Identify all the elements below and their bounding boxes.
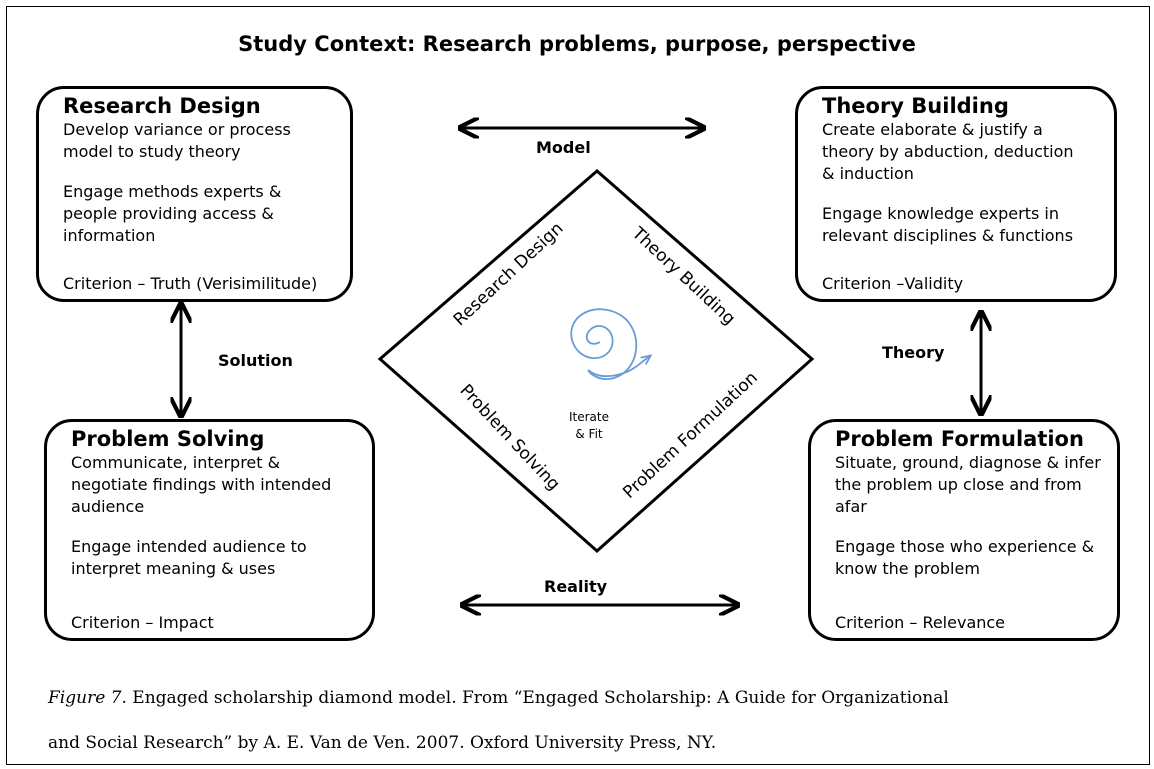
iterate-label: Iterate [569,410,609,424]
problem-formulation-line: Situate, ground, diagnose & infer [835,453,1101,472]
research-design-box: Research Design Develop variance or proc… [36,86,353,302]
research-design-line: Develop variance or process [63,120,291,139]
theory-building-line: relevant disciplines & functions [822,226,1074,245]
research-design-criterion: Criterion – Truth (Verisimilitude) [63,274,318,293]
problem-formulation-line: know the problem [835,559,980,578]
reality-label: Reality [544,577,608,596]
theory-label: Theory [882,343,945,362]
theory-building-line: theory by abduction, deduction [822,142,1074,161]
diagram-title: Study Context: Research problems, purpos… [238,32,916,56]
theory-building-line: Create elaborate & justify a [822,120,1043,139]
iterate-spiral-icon [570,308,650,380]
model-label: Model [536,138,591,157]
diamond-shape [377,169,815,554]
problem-formulation-line: Engage those who experience & [835,537,1095,556]
theory-building-heading: Theory Building [822,94,1009,118]
theory-building-line: Engage knowledge experts in [822,204,1059,223]
diamond-label-problem-formulation: Problem Formulation [619,368,762,503]
diamond-label-theory-building: Theory Building [627,223,739,329]
problem-formulation-line: afar [835,497,867,516]
problem-solving-line: interpret meaning & uses [71,559,276,578]
research-design-heading: Research Design [63,94,261,118]
problem-formulation-criterion: Criterion – Relevance [835,613,1006,632]
problem-solving-line: Communicate, interpret & [71,453,281,472]
problem-solving-line: negotiate findings with intended [71,475,332,494]
problem-solving-box: Problem Solving Communicate, interpret &… [44,419,375,641]
problem-solving-line: audience [71,497,145,516]
problem-formulation-heading: Problem Formulation [835,427,1084,451]
problem-formulation-box: Problem Formulation Situate, ground, dia… [808,419,1120,641]
diamond-label-research-design: Research Design [450,219,568,331]
caption-text: . Engaged scholarship diamond model. Fro… [121,688,949,708]
figure-frame [6,6,1150,765]
research-design-line: model to study theory [63,142,241,161]
problem-solving-criterion: Criterion – Impact [71,613,214,632]
figure-caption-line2: and Social Research” by A. E. Van de Ven… [48,733,717,753]
problem-solving-line: Engage intended audience to [71,537,307,556]
research-design-line: information [63,226,156,245]
figure-label: Figure 7 [48,688,122,708]
research-design-line: people providing access & [63,204,274,223]
problem-formulation-line: the problem up close and from [835,475,1082,494]
problem-solving-heading: Problem Solving [71,427,265,451]
figure-caption-line1: Figure 7. Engaged scholarship diamond mo… [48,688,949,708]
fit-label: & Fit [575,427,603,441]
solution-label: Solution [218,351,293,370]
theory-building-box: Theory Building Create elaborate & justi… [795,86,1117,302]
theory-building-line: & induction [822,164,914,183]
research-design-line: Engage methods experts & [63,182,282,201]
theory-building-criterion: Criterion –Validity [822,274,964,293]
diamond-label-problem-solving: Problem Solving [456,381,564,495]
